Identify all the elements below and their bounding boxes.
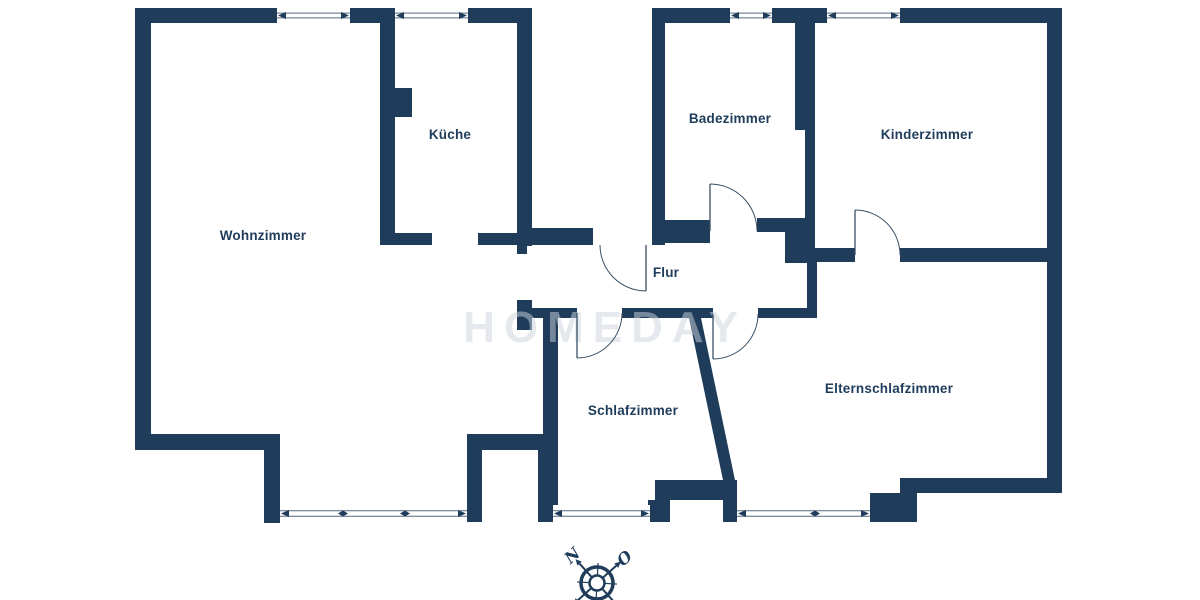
room-label-wohnzimmer: Wohnzimmer [220,228,307,243]
window-end-arrow [278,12,286,19]
compass-arrow-tip [575,559,582,566]
wall-segment [900,8,1062,23]
wall-segment [264,448,280,523]
wall-segment [135,434,280,450]
door-swing-arc [709,183,758,232]
window-end-arrow [731,12,739,19]
room-label-flur: Flur [653,265,680,280]
wall-segment [135,8,277,23]
window [280,505,467,522]
door-swing-arc [854,209,901,256]
room-label-schlafzimmer: Schlafzimmer [588,403,679,418]
window-end-arrow [891,12,899,19]
window-end-arrow [641,510,649,517]
wall-segment [723,480,737,522]
wall-segment [805,125,815,220]
window-end-arrow [281,510,289,517]
wall-segment [757,218,785,232]
wall-segment [648,500,670,522]
wall-segment [468,8,532,23]
room-label-kinderzimmer: Kinderzimmer [881,127,974,142]
window-gap [737,505,870,522]
door-swing-arc [576,312,623,359]
window-tick [810,510,820,517]
wall-segment [467,434,553,450]
window [395,8,468,23]
window-end-arrow [861,510,869,517]
wall-segment [622,308,713,318]
wall-segment [478,233,517,245]
door-swing-arc [712,313,759,360]
wall-segment [135,8,151,450]
wall-segment [1047,8,1062,493]
wall-segment [392,88,412,117]
window-end-arrow [458,510,466,517]
wall-segment [652,8,730,23]
window [553,505,650,522]
window [737,505,870,522]
wall-segment [380,15,395,243]
wall-segment [467,434,482,522]
wall-segment [807,255,817,318]
wall-segment [517,8,532,246]
door-flur-wohnzimmer [599,244,647,292]
wall-segment-diagonal [689,318,735,480]
window-end-arrow [738,510,746,517]
room-label-kche: Küche [429,127,472,142]
window [277,8,350,23]
window-end-arrow [396,12,404,19]
window-end-arrow [554,510,562,517]
compass-ring [579,565,615,600]
window-tick [400,510,410,517]
window-gap [827,8,900,23]
room-label-elternschlafzimmer: Elternschlafzimmer [825,381,954,396]
door-swing-arc [599,244,647,292]
door-elternschlafzimmer [712,313,759,360]
compass-arrow-tip [614,561,621,568]
door-kinderzimmer [854,209,901,256]
compass-hub [588,574,606,592]
wall-segment [900,248,1047,262]
wall-segment [758,308,817,318]
window [730,8,772,23]
window-gap [277,8,350,23]
window-gap [553,505,650,522]
window-end-arrow [828,12,836,19]
wall-segment [900,478,1062,493]
window-gap [280,505,467,522]
wall-segment [665,220,710,243]
window-tick [338,510,348,517]
wall-segment [380,233,432,245]
room-label-badezimmer: Badezimmer [689,111,772,126]
watermark: HOMEDAY [463,303,747,352]
wall-segment [655,480,737,500]
walls-layer [135,8,1062,523]
window-end-arrow [763,12,771,19]
window [827,8,900,23]
door-schlafzimmer [576,312,623,359]
window-gap [730,8,772,23]
window-end-arrow [459,12,467,19]
wall-segment [532,228,593,245]
wall-segment [815,248,855,262]
window-gap [395,8,468,23]
wall-segment [795,8,815,130]
window-end-arrow [341,12,349,19]
wall-segment [517,246,527,254]
wall-segment [517,308,577,318]
wall-segment [652,8,665,245]
wall-segment [543,318,558,508]
door-badezimmer [709,183,758,232]
